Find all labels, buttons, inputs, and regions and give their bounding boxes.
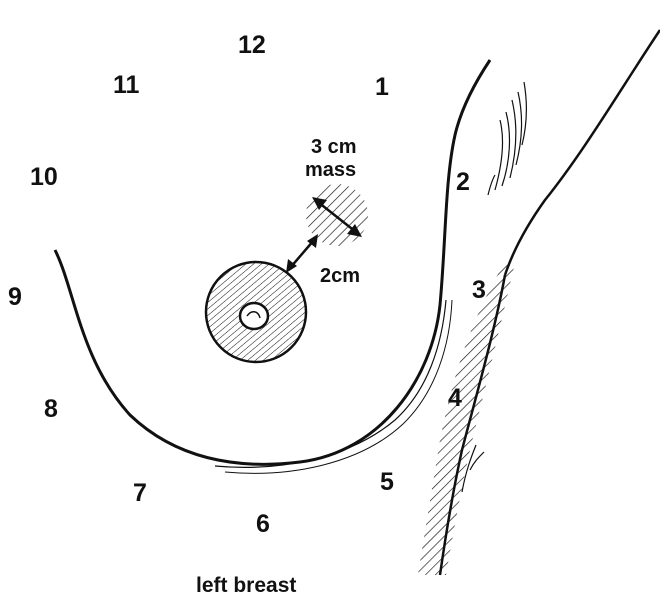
distance-label: 2cm <box>320 266 360 286</box>
clock-position-11: 11 <box>113 73 139 98</box>
clock-position-9: 9 <box>8 285 22 310</box>
chest-wall-outline <box>505 30 660 275</box>
mass-size-label: 3 cm <box>311 137 357 157</box>
figure-caption: left breast <box>196 575 296 596</box>
distance-arrow <box>286 234 318 273</box>
clock-position-2: 2 <box>456 170 470 195</box>
clock-position-6: 6 <box>256 512 270 537</box>
clock-position-7: 7 <box>133 481 147 506</box>
clock-position-1: 1 <box>375 75 389 100</box>
clock-position-4: 4 <box>448 386 462 411</box>
clock-position-5: 5 <box>380 470 394 495</box>
clock-position-8: 8 <box>44 397 58 422</box>
nipple-areola <box>206 262 306 362</box>
axilla-shading <box>488 82 526 195</box>
chest-wall-shadow <box>418 262 515 575</box>
clock-position-12: 12 <box>238 33 266 58</box>
breast-outline <box>55 60 490 464</box>
clock-position-10: 10 <box>30 165 58 190</box>
clock-position-3: 3 <box>472 278 486 303</box>
mass-word-label: mass <box>305 160 356 180</box>
